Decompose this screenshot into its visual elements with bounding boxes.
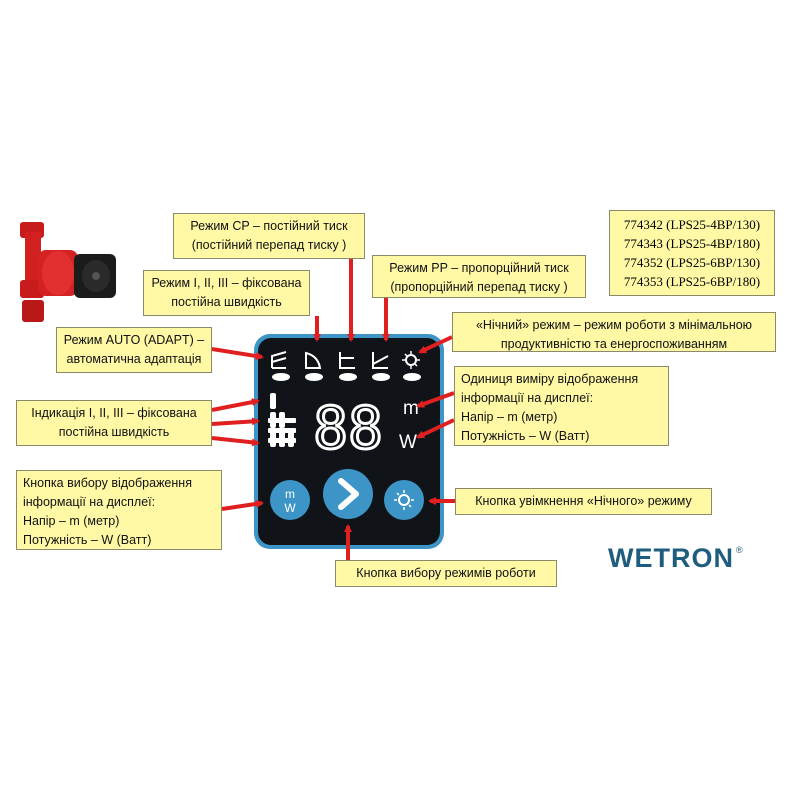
auto-indicator — [272, 373, 290, 381]
callout-fixed-speed-mode: Режим I, II, III – фіксована постійна шв… — [143, 270, 310, 316]
mode-select-button[interactable] — [323, 469, 373, 519]
callout-auto-mode: Режим AUTO (ADAPT) – автоматична адаптац… — [56, 327, 212, 373]
pump-illustration — [20, 222, 116, 322]
callout-cp-line-1: Режим CP – постійний тиск — [190, 219, 348, 233]
callout-auto-line-2: автоматична адаптація — [66, 352, 202, 366]
callout-cp-mode: Режим CP – постійний тиск (постійний пер… — [173, 213, 365, 259]
callout-pp-line-1: Режим PP – пропорційний тиск — [389, 261, 569, 275]
chevron-right-icon — [338, 478, 359, 510]
callout-night-line-1: «Нічний» режим – режим роботи з мінімаль… — [475, 318, 753, 332]
fixed-indicator — [305, 373, 323, 381]
callout-units-line-4: Потужність – W (Ватт) — [461, 429, 590, 443]
callout-display-button: Кнопка вибору відображення інформації на… — [16, 470, 222, 550]
model-item: 774353 (LPS25-6BP/180) — [623, 274, 761, 289]
callout-night-button-line-1: Кнопка увімкнення «Нічного» режиму — [475, 494, 692, 508]
arrow-auto — [211, 347, 264, 361]
arrow-unit-w — [416, 418, 455, 439]
night-mode-icon — [402, 351, 420, 369]
pp-indicator — [372, 373, 390, 381]
callout-fixed-line-1: Режим I, II, III – фіксована — [151, 276, 302, 290]
callout-units-line-2: інформації на дисплеї: — [461, 391, 594, 405]
cp-mode-icon — [339, 352, 355, 369]
arrow-indication-2 — [211, 417, 260, 426]
arrow-display-button — [221, 499, 264, 511]
display-digits: 88 — [313, 394, 383, 462]
callout-units-line-1: Одиниця виміру відображення — [461, 372, 639, 386]
night-mode-button[interactable] — [384, 480, 424, 520]
callout-mode-button: Кнопка вибору режимів роботи — [335, 560, 557, 587]
cp-indicator — [339, 373, 357, 381]
mw-button-bottom-label: W — [284, 501, 296, 515]
callout-speed-indication: Індикація I, II, III – фіксована постійн… — [16, 400, 212, 446]
arrow-indication-3 — [211, 436, 260, 447]
callout-display-line-2: інформації на дисплеї: — [23, 495, 156, 509]
arrow-indication-1 — [211, 398, 260, 412]
night-indicator — [403, 373, 421, 381]
callout-display-line-3: Напір – m (метр) — [23, 514, 120, 528]
speed-indicator-stack — [268, 418, 296, 443]
unit-w-label: W — [399, 432, 417, 453]
callout-auto-line-1: Режим AUTO (ADAPT) – — [63, 333, 205, 347]
callout-display-line-4: Потужність – W (Ватт) — [23, 533, 152, 547]
night-sun-icon — [398, 494, 410, 506]
arrow-night — [418, 335, 453, 354]
unit-m-label: m — [403, 398, 419, 419]
mw-button-top-label: m — [285, 487, 295, 501]
arrow-unit-m — [416, 391, 455, 408]
callout-night-button: Кнопка увімкнення «Нічного» режиму — [455, 488, 712, 515]
brand-logo: WETRON® — [608, 541, 744, 575]
pp-mode-icon — [372, 352, 389, 369]
model-item: 774343 (LPS25-4BP/180) — [623, 236, 761, 251]
callout-pp-line-2: (пропорційний перепад тиску ) — [390, 280, 568, 294]
callout-display-line-1: Кнопка вибору відображення — [23, 476, 192, 490]
callout-units: Одиниця виміру відображення інформації н… — [454, 366, 669, 446]
callout-indication-line-2: постійна швидкість — [58, 425, 170, 439]
callout-mode-button-line-1: Кнопка вибору режимів роботи — [356, 566, 536, 580]
callout-fixed-line-2: постійна швидкість — [171, 295, 282, 309]
control-panel: 88 m W m W — [254, 334, 444, 549]
callout-night-line-2: продуктивністю та енергоспоживанням — [500, 337, 728, 351]
pointer-arrows — [211, 259, 455, 560]
callout-pp-mode: Режим PP – пропорційний тиск (пропорційн… — [372, 255, 586, 298]
model-item: 774352 (LPS25-6BP/130) — [623, 255, 761, 270]
auto-mode-icon — [271, 351, 287, 369]
fixed-speed-mode-icon — [305, 351, 322, 369]
callout-cp-line-2: (постійний перепад тиску ) — [191, 238, 347, 252]
model-list: 774342 (LPS25-4BP/130) 774343 (LPS25-4BP… — [609, 210, 775, 296]
brand-registered-mark: ® — [735, 545, 744, 555]
callout-indication-line-1: Індикація I, II, III – фіксована — [31, 406, 197, 420]
brand-name: WETRON — [608, 542, 734, 573]
callout-night-mode: «Нічний» режим – режим роботи з мінімаль… — [452, 312, 776, 352]
mw-display-button[interactable]: m W — [270, 480, 310, 520]
model-item: 774342 (LPS25-4BP/130) — [623, 217, 761, 232]
callout-units-line-3: Напір – m (метр) — [461, 410, 558, 424]
